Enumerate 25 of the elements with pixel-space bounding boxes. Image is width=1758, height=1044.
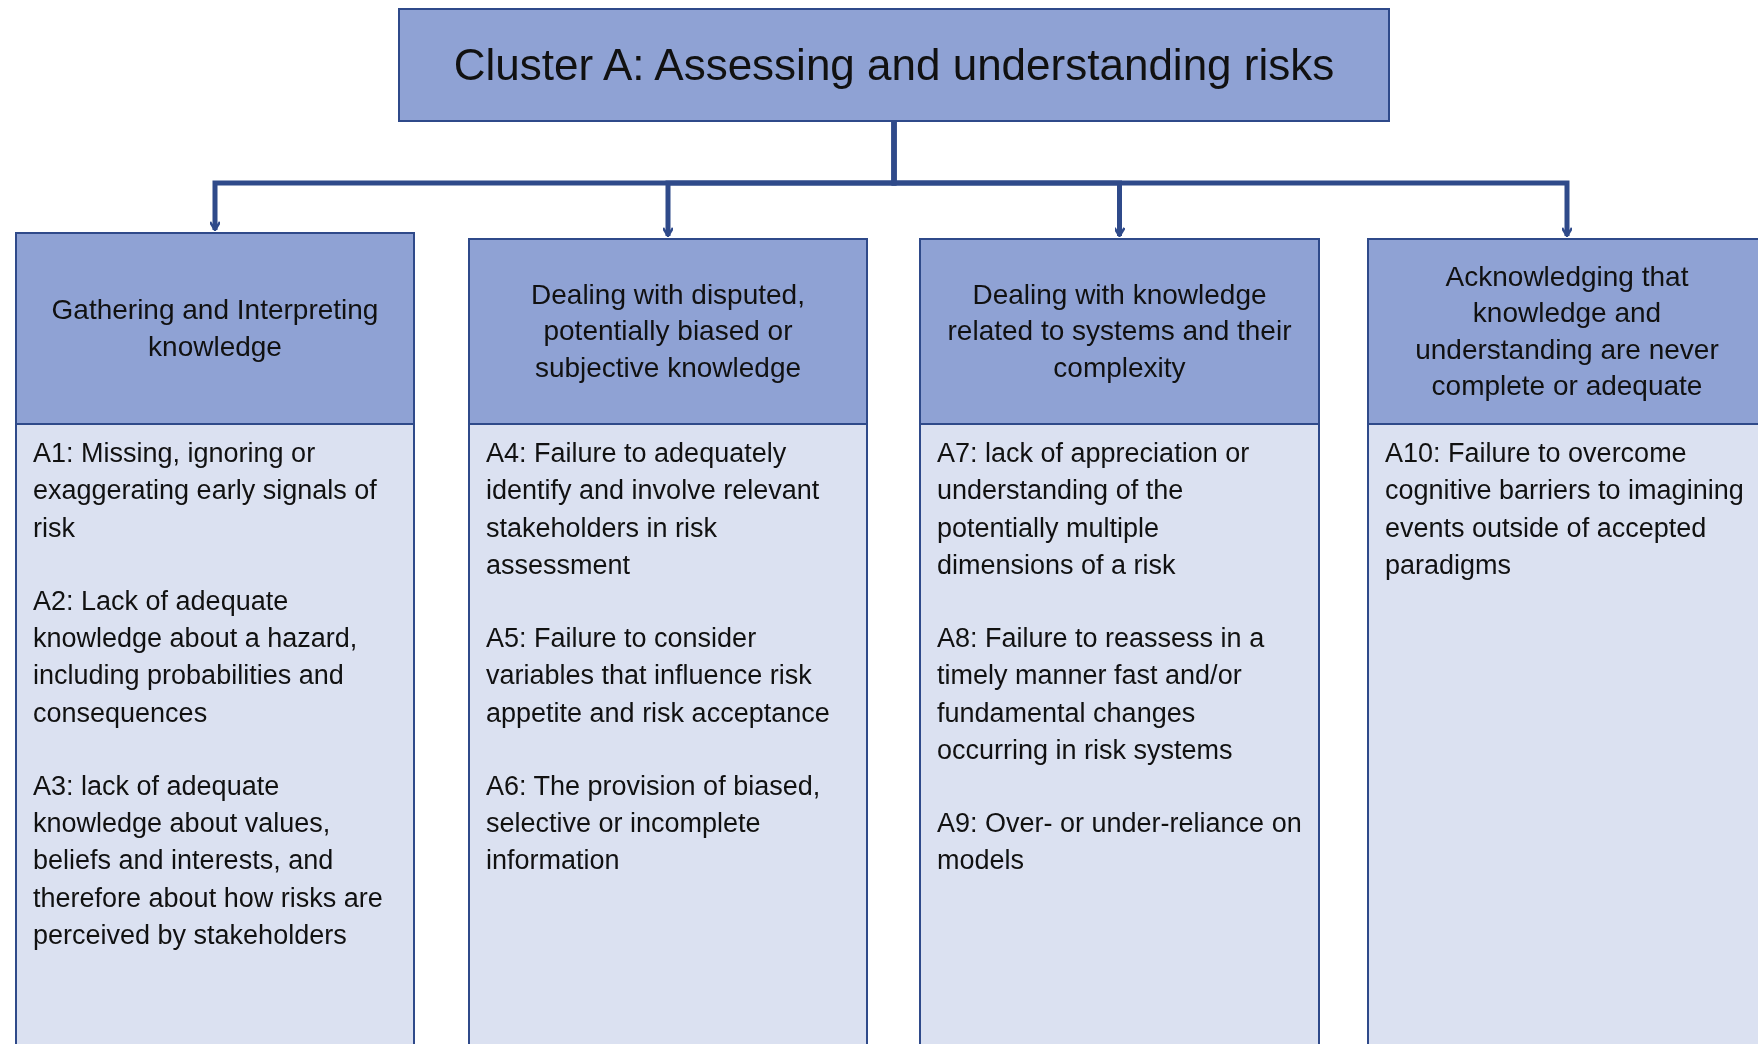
heading-text: Dealing with disputed, potentially biased or subjective knowledge bbox=[530, 277, 806, 385]
heading-box bbox=[15, 232, 415, 425]
item-text: A8: Failure to reassess in a timely manner fast and/or fundamental changes occurring in risk systems bbox=[937, 622, 1266, 767]
title-text: Cluster A: Assessing and understanding risks bbox=[453, 40, 1335, 90]
item-text: A7: lack of appreciation or understanding of the potentially multiple dimensions of a risk bbox=[937, 437, 1251, 582]
item-text: A2: Lack of adequate knowledge about a hazard, including probabilities and consequences bbox=[33, 584, 359, 730]
heading-text: Dealing with knowledge related to systems and their complexity bbox=[946, 277, 1293, 385]
text-panel bbox=[15, 423, 415, 1044]
text-panel bbox=[919, 423, 1320, 1044]
item-text: A5: Failure to consider variables that influence risk appetite and risk acceptance bbox=[486, 622, 831, 730]
item-text: A1: Missing, ignoring or exaggerating early signals of risk bbox=[33, 437, 378, 545]
item-text: A9: Over- or under-reliance on models bbox=[937, 807, 1302, 878]
heading-box bbox=[468, 238, 868, 425]
item-text: A6: The provision of biased, selective or incomplete information bbox=[486, 769, 822, 878]
text-panel bbox=[468, 423, 868, 1044]
heading-box bbox=[1367, 238, 1758, 425]
heading-box bbox=[919, 238, 1320, 425]
text-panel bbox=[1367, 423, 1758, 1044]
item-text: A4: Failure to adequately identify and involve relevant stakeholders in risk assessment bbox=[486, 437, 821, 582]
title-box bbox=[398, 8, 1390, 122]
item-text: A10: Failure to overcome cognitive barriers to imagining events outside of accepted paradigms bbox=[1385, 437, 1745, 582]
arrow bbox=[891, 122, 1574, 238]
item-text: A3: lack of adequate knowledge about values, beliefs and interests, and therefore about how risks are perceived by stakeholders bbox=[33, 769, 384, 952]
heading-text: Gathering and Interpreting knowledge bbox=[50, 293, 380, 364]
heading-text: Acknowledging that knowledge and understanding are never complete or adequate bbox=[1414, 259, 1720, 403]
